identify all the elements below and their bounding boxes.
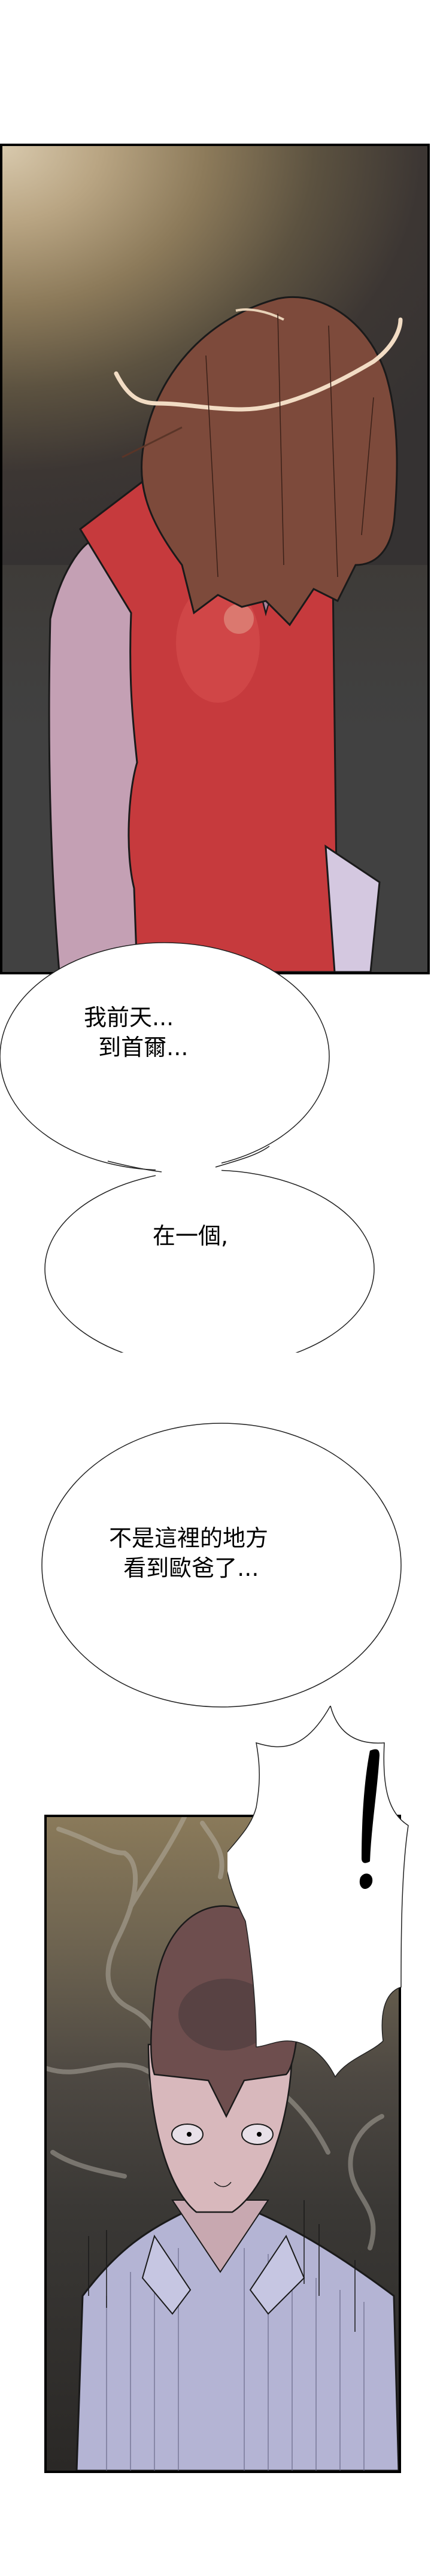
comic-panel-woman <box>0 144 430 974</box>
speech-bubble-1-line-1: 我前天... <box>84 1004 174 1031</box>
speech-bubble-pair <box>0 942 375 1353</box>
woman-illustration <box>48 296 403 972</box>
burst-bubble <box>227 1706 409 2078</box>
speech-bubble-3-shape <box>41 1423 402 1708</box>
speech-bubble-1-line-2: 到首爾... <box>84 1034 189 1061</box>
exclamation-mark: ! <box>353 1745 380 1890</box>
exclamation-icon <box>359 1749 380 1890</box>
man-illustration <box>47 1817 399 2471</box>
speech-bubble-3-line-1: 不是這裡的地方 <box>109 1525 269 1551</box>
speech-bubble-3-line-2: 看到歐爸了... <box>109 1555 259 1581</box>
speech-bubble-2-text: 在一個, <box>153 1223 229 1249</box>
